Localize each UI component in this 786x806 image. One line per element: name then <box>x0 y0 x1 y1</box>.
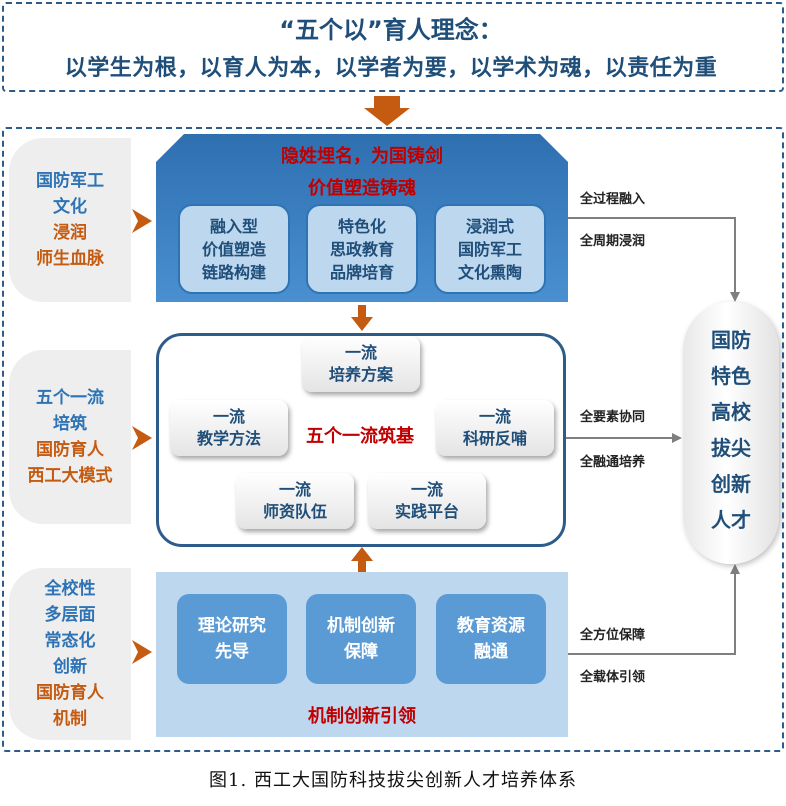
item-line: 一流 <box>278 480 311 499</box>
item-teaching-method: 一流 教学方法 <box>170 400 288 456</box>
outcome-line: 创新 <box>711 472 751 496</box>
left-tab-line: 常态化 <box>44 631 96 651</box>
item-line: 一流 <box>478 407 511 426</box>
label-full-process: 全过程融入 <box>580 192 646 207</box>
mech-box-guarantee: 机制创新 保障 <box>306 594 416 684</box>
outcome-line: 人才 <box>711 508 751 532</box>
right-arrow-icon <box>132 426 152 450</box>
box-line: 特色化 <box>337 216 386 236</box>
left-tab-line: 国防育人 <box>36 683 104 703</box>
value-shaping-slogan: 隐姓埋名，为国铸剑 <box>281 146 443 167</box>
left-tab-line: 多层面 <box>44 605 96 625</box>
philosophy-subtitle: 以学生为根，以育人为本，以学者为要，以学术为魂，以责任为重 <box>64 56 718 81</box>
outcome-line: 高校 <box>711 400 751 424</box>
left-tab-line: 浸润 <box>53 223 87 243</box>
box-line: 链路构建 <box>201 262 266 282</box>
left-tab-line: 西工大模式 <box>27 466 113 486</box>
value-shaping-title: 价值塑造铸魂 <box>308 178 416 199</box>
box-line: 先导 <box>215 642 249 662</box>
label-all-round: 全方位保障 <box>580 628 646 643</box>
right-arrow-icon <box>132 209 152 233</box>
item-line: 科研反哺 <box>462 429 527 448</box>
value-box-characteristic: 特色化 思政教育 品牌培育 <box>306 204 418 294</box>
philosophy-title: “五个以”育人理念： <box>279 16 503 44</box>
outcome-line: 拔尖 <box>711 436 751 460</box>
five-first-class-title: 五个一流筑基 <box>306 426 414 447</box>
left-tab-line: 国防军工 <box>36 171 104 191</box>
left-tab-line: 国防育人 <box>36 440 104 460</box>
figure-caption: 图1. 西工大国防科技拔尖创新人才培养体系 <box>209 770 577 791</box>
box-line: 文化熏陶 <box>457 262 522 282</box>
item-line: 教学方法 <box>196 429 261 448</box>
item-research-feedback: 一流 科研反哺 <box>436 400 554 456</box>
outcome-line: 国防 <box>711 328 751 352</box>
left-tab-model: 五个一流 培筑 国防育人 西工大模式 <box>9 350 131 524</box>
left-tab-line: 培筑 <box>53 414 87 434</box>
right-arrow-icon <box>132 640 152 664</box>
left-tab-line: 五个一流 <box>36 388 104 408</box>
left-tab-mechanism: 全校性 多层面 常态化 创新 国防育人 机制 <box>9 568 131 740</box>
item-line: 一流 <box>212 407 245 426</box>
label-full-cycle: 全周期浸润 <box>580 234 646 249</box>
left-tab-line: 创新 <box>53 657 87 677</box>
system-frame <box>2 127 784 752</box>
label-all-elements: 全要素协同 <box>580 410 646 425</box>
mech-box-theory: 理论研究 先导 <box>177 594 287 684</box>
item-line: 实践平台 <box>394 502 459 521</box>
label-full-integration: 全融通培养 <box>580 455 646 470</box>
mechanism-title: 机制创新引领 <box>308 706 416 727</box>
box-line: 保障 <box>344 642 378 662</box>
item-faculty-team: 一流 师资队伍 <box>236 473 354 529</box>
mech-box-resources: 教育资源 融通 <box>436 594 546 684</box>
outcome-line: 特色 <box>711 364 751 388</box>
left-tab-culture: 国防军工 文化 浸润 师生血脉 <box>9 138 131 302</box>
box-line: 教育资源 <box>457 616 525 636</box>
box-line: 融通 <box>474 642 508 662</box>
item-line: 培养方案 <box>328 365 393 384</box>
item-line: 师资队伍 <box>262 502 327 521</box>
left-tab-line: 机制 <box>53 709 87 729</box>
up-arrow-icon <box>351 547 373 573</box>
box-line: 品牌培育 <box>329 262 394 282</box>
item-training-plan: 一流 培养方案 <box>302 336 420 392</box>
talent-outcome <box>683 302 779 564</box>
box-line: 价值塑造 <box>201 239 266 259</box>
talent-outcome-text: 国防 特色 高校 拔尖 创新 人才 <box>683 322 779 538</box>
box-line: 机制创新 <box>327 616 395 636</box>
box-line: 思政教育 <box>329 239 394 259</box>
item-practice-platform: 一流 实践平台 <box>368 473 486 529</box>
value-box-integrated: 融入型 价值塑造 链路构建 <box>178 204 290 294</box>
left-tab-line: 文化 <box>53 197 87 217</box>
item-line: 一流 <box>410 480 443 499</box>
philosophy-box <box>2 2 784 92</box>
box-line: 融入型 <box>209 216 258 236</box>
left-tab-line: 全校性 <box>44 579 96 599</box>
box-line: 理论研究 <box>198 616 266 636</box>
box-line: 国防军工 <box>457 239 522 259</box>
label-all-carriers: 全载体引领 <box>580 670 646 685</box>
down-arrow-icon <box>351 305 373 331</box>
item-line: 一流 <box>344 343 377 362</box>
left-tab-line: 师生血脉 <box>36 249 104 269</box>
box-line: 浸润式 <box>465 216 514 236</box>
down-arrow-icon <box>364 96 410 126</box>
value-box-immersive: 浸润式 国防军工 文化熏陶 <box>434 204 546 294</box>
